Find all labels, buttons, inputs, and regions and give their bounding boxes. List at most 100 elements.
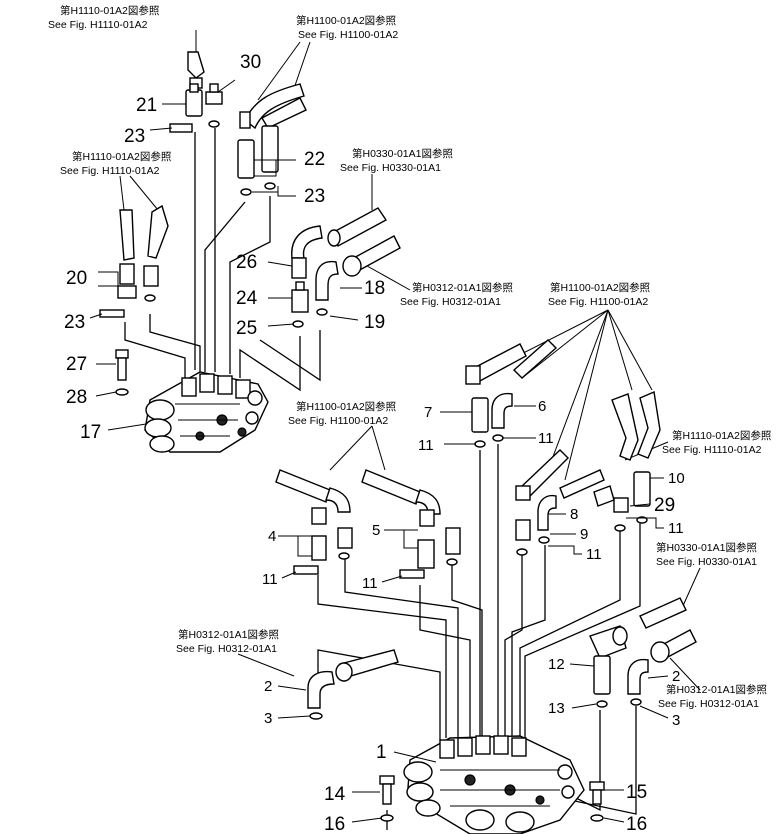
label-27: 27 [66, 354, 87, 375]
label-2: 2 [672, 668, 680, 685]
ref-en: See Fig. H0312-01A1 [176, 643, 277, 655]
o-ring-3-left [309, 712, 323, 720]
ref-jp: 第H1110-01A2図参照 [672, 429, 772, 442]
label-12: 12 [548, 656, 565, 673]
reference-h0330-top: 第H0330-01A1図参照 See Fig. H0330-01A1 [340, 147, 453, 174]
ref-jp: 第H0312-01A1図参照 [666, 683, 767, 696]
label-22: 22 [304, 149, 325, 170]
label-18: 18 [364, 278, 385, 299]
ref-en: See Fig. H1110-01A2 [662, 444, 762, 456]
ref-jp: 第H1100-01A2図参照 [296, 400, 397, 413]
ref-en: See Fig. H1110-01A2 [48, 19, 148, 31]
reference-h0312-left: 第H0312-01A1図参照 See Fig. H0312-01A1 [176, 628, 279, 655]
ref-jp: 第H1110-01A2図参照 [60, 4, 160, 17]
washer-16 [380, 814, 604, 822]
elbow-fitting-21 [185, 83, 203, 117]
nipple-20 [117, 263, 159, 299]
elbow-6 [491, 392, 513, 429]
ref-jp: 第H0312-01A1図参照 [178, 628, 279, 641]
ref-en: See Fig. H1100-01A2 [288, 415, 388, 427]
bolt-15 [589, 781, 605, 805]
hose-h1100-center [465, 339, 558, 385]
label-25: 25 [236, 318, 257, 339]
plug-30 [205, 83, 223, 105]
connector-10 [593, 471, 651, 507]
control-valve-lower [403, 735, 585, 834]
control-valve-upper [144, 371, 269, 453]
nipple-4 [311, 527, 353, 561]
label-9: 9 [580, 526, 588, 543]
label-17: 17 [80, 422, 101, 443]
label-23: 23 [64, 312, 85, 333]
elbow-2-left [307, 670, 335, 709]
label-15: 15 [626, 782, 647, 803]
label-24: 24 [236, 288, 258, 309]
hose-elbow-26 [291, 225, 323, 279]
ref-en: See Fig. H1100-01A2 [298, 29, 398, 41]
ref-en: See Fig. H1100-01A2 [548, 296, 648, 308]
label-19: 19 [364, 312, 385, 333]
reference-h1110-right: 第H1110-01A2図参照 See Fig. H1110-01A2 [662, 429, 772, 456]
o-rings-11-mid [293, 552, 458, 579]
hose-bundle-top [239, 83, 307, 130]
label-3: 3 [264, 710, 272, 727]
ref-jp: 第H0330-01A1図参照 [656, 541, 757, 554]
hose-0312-lower-left [335, 649, 399, 682]
plug-29 [613, 497, 629, 513]
hose-0330-top [327, 207, 388, 247]
label-1: 1 [376, 742, 387, 763]
connector-12 [593, 655, 611, 695]
o-ring-23-upper [169, 120, 276, 196]
connector-24 [291, 281, 309, 313]
label-23: 23 [124, 126, 145, 147]
label-16: 16 [324, 814, 345, 834]
ref-en: See Fig. H1110-01A2 [60, 165, 160, 177]
hose-0312-lower-right [650, 629, 697, 663]
label-16: 16 [626, 814, 647, 834]
label-11: 11 [538, 430, 554, 447]
hose-pair-left [119, 204, 169, 261]
ref-en: See Fig. H0330-01A1 [656, 556, 757, 568]
hose-end-upper-left [187, 51, 205, 89]
reference-arrows [119, 30, 701, 691]
label-14: 14 [324, 784, 346, 805]
ref-jp: 第H1110-01A2図参照 [72, 150, 172, 163]
o-ring-23-left [99, 294, 156, 318]
reference-h0312-right: 第H0312-01A1図参照 See Fig. H0312-01A1 [658, 683, 767, 710]
nipple-5 [417, 527, 461, 569]
label-10: 10 [668, 470, 685, 487]
hose-routing-upper [124, 128, 321, 392]
hose-routing-lower [317, 444, 641, 830]
label-29: 29 [654, 495, 675, 516]
label-21: 21 [136, 95, 157, 116]
reference-h1110-left: 第H1110-01A2図参照 See Fig. H1110-01A2 [60, 150, 172, 177]
elbow-18 [315, 260, 339, 301]
washer-28 [115, 388, 129, 396]
ref-en: See Fig. H0312-01A1 [400, 296, 501, 308]
o-rings-13-3-right [596, 698, 642, 708]
label-3: 3 [672, 712, 680, 729]
reference-h0312-mid: 第H0312-01A1図参照 See Fig. H0312-01A1 [400, 281, 513, 308]
reference-h0330-right: 第H0330-01A1図参照 See Fig. H0330-01A1 [656, 541, 757, 568]
elbow-9 [537, 494, 557, 531]
reference-h1100-top: 第H1100-01A2図参照 See Fig. H1100-01A2 [296, 14, 398, 41]
ref-jp: 第H0312-01A1図参照 [412, 281, 513, 294]
label-11: 11 [418, 437, 434, 454]
elbow-2-right [627, 658, 649, 695]
part-number-labels: 30 21 23 22 23 20 23 26 24 25 18 19 27 2… [64, 52, 685, 834]
label-11: 11 [586, 546, 602, 563]
label-4: 4 [268, 528, 276, 545]
nipple-7 [471, 397, 489, 433]
label-5: 5 [372, 522, 380, 539]
label-13: 13 [548, 700, 565, 717]
label-8: 8 [570, 506, 578, 523]
hose-0330-lower-right [589, 597, 687, 659]
hoses-h1100-right [515, 449, 605, 501]
ref-en: See Fig. H0330-01A1 [340, 162, 441, 174]
label-30: 30 [240, 52, 261, 73]
label-23: 23 [304, 186, 325, 207]
label-26: 26 [236, 252, 257, 273]
label-11: 11 [262, 571, 278, 588]
leader-lines [89, 79, 669, 823]
reference-h1110-top: 第H1110-01A2図参照 See Fig. H1110-01A2 [48, 4, 160, 31]
